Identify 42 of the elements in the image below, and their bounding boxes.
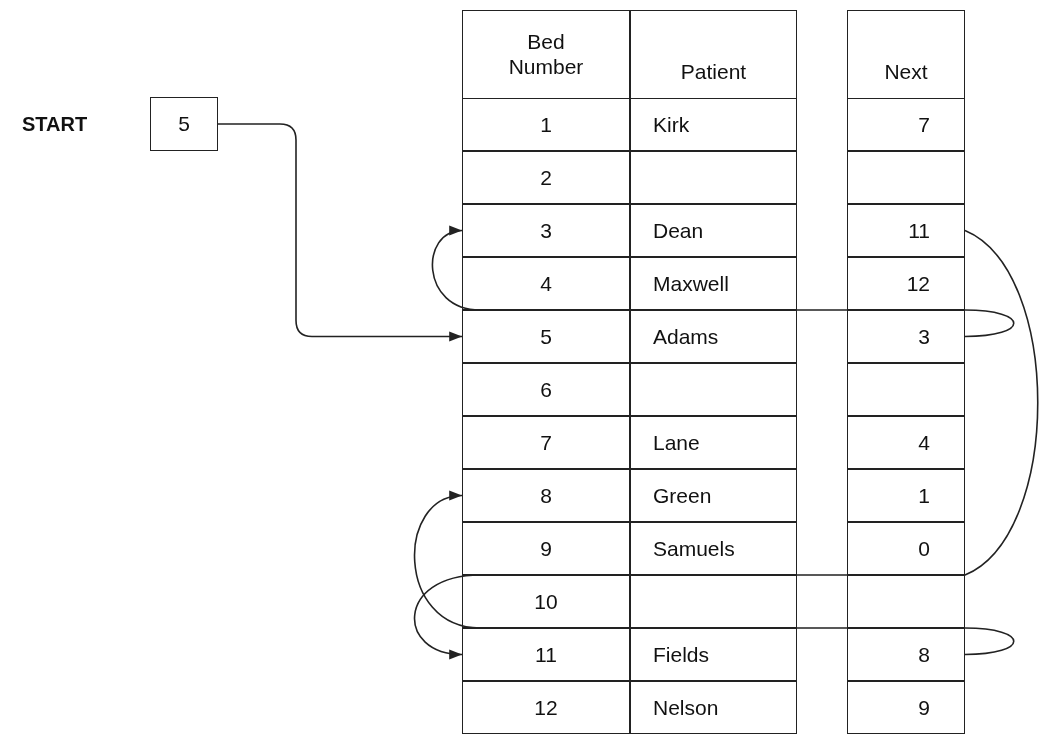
patient-cell: Dean: [630, 204, 797, 257]
start-label: START: [22, 113, 88, 136]
empty-next-cell: [847, 363, 965, 416]
pointer-arrow: [413, 492, 1015, 656]
next-cell: 0: [847, 522, 965, 575]
pointer-arrow: [431, 227, 1015, 338]
bed-number-cell: 4: [462, 257, 630, 310]
next-cell: 3: [847, 310, 965, 363]
patient-cell: Lane: [630, 416, 797, 469]
patient-cell: Kirk: [630, 98, 797, 151]
patient-cell: Green: [630, 469, 797, 522]
pointer-arrow: [217, 123, 463, 342]
bed-number-cell: 11: [462, 628, 630, 681]
next-cell: 11: [847, 204, 965, 257]
column-header: Bed Number: [462, 10, 630, 99]
bed-number-cell: 10: [462, 575, 630, 628]
bed-number-cell: 8: [462, 469, 630, 522]
next-cell: 7: [847, 98, 965, 151]
bed-number-cell: 3: [462, 204, 630, 257]
bed-number-cell: 6: [462, 363, 630, 416]
patient-cell: Samuels: [630, 522, 797, 575]
bed-number-cell: 5: [462, 310, 630, 363]
column-header: Next: [847, 10, 965, 99]
patient-cell: Maxwell: [630, 257, 797, 310]
bed-number-cell: 12: [462, 681, 630, 734]
next-cell: 12: [847, 257, 965, 310]
bed-number-cell: 1: [462, 98, 630, 151]
next-cell: 1: [847, 469, 965, 522]
patient-cell: Adams: [630, 310, 797, 363]
next-cell: 8: [847, 628, 965, 681]
pointer-arrow: [413, 229, 1039, 659]
empty-next-cell: [847, 575, 965, 628]
bed-number-cell: 2: [462, 151, 630, 204]
patient-cell: Fields: [630, 628, 797, 681]
bed-number-cell: 7: [462, 416, 630, 469]
start-pointer-box: 5: [150, 97, 218, 151]
column-header: Patient: [630, 10, 797, 99]
next-cell: 4: [847, 416, 965, 469]
bed-number-cell: 9: [462, 522, 630, 575]
empty-next-cell: [847, 151, 965, 204]
patient-cell: Nelson: [630, 681, 797, 734]
next-cell: 9: [847, 681, 965, 734]
